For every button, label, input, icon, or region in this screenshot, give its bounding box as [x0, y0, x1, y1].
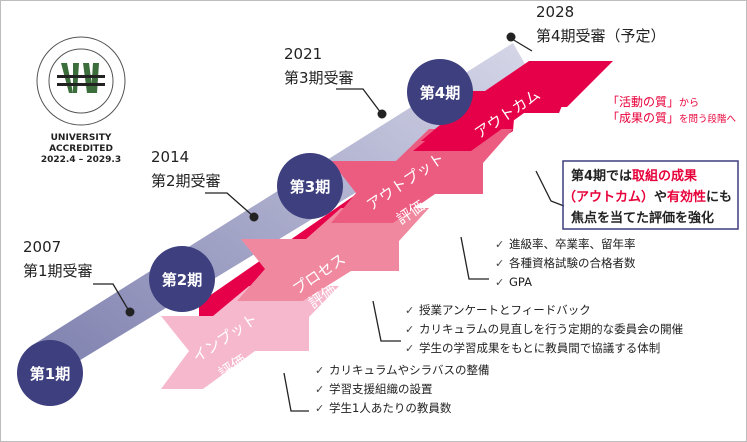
- logo-line-3: 2022.4 – 2029.3: [40, 155, 122, 165]
- cycle-text-3: 第3期受審: [284, 69, 354, 87]
- check-icon: ✓: [315, 364, 325, 377]
- check-icon: ✓: [405, 304, 415, 317]
- timeline-dots: [125, 32, 516, 317]
- check-icon: ✓: [495, 257, 505, 270]
- year-2007: 2007: [23, 238, 62, 256]
- year-2021: 2021: [284, 45, 323, 63]
- list-item: ✓GPA: [495, 273, 636, 292]
- input-items-list: ✓カリキュラムやシラバスの整備 ✓学習支援組織の設置 ✓学生1人あたりの教員数: [315, 361, 490, 418]
- focus-outcome-kana: （アウトカム）: [563, 190, 655, 205]
- leader-line-input: [283, 372, 309, 412]
- outcome-arrow-front: [421, 61, 613, 141]
- list-item: ✓学生の学習成果をもとに教員間で協議する体制: [405, 339, 683, 358]
- process-items-list: ✓授業アンケートとフィードバック ✓カリキュラムの見直しを行う定期的な委員会の開…: [405, 301, 683, 358]
- output-arrow: [331, 129, 513, 223]
- leader-line-2028: [511, 38, 533, 52]
- list-item: ✓学習支援組織の設置: [315, 380, 490, 399]
- juaa-seal-icon: [36, 36, 126, 126]
- input-arrow: [161, 286, 339, 389]
- logo-line-2: ACCREDITED: [49, 144, 113, 154]
- check-icon: ✓: [495, 276, 505, 289]
- cycle-label-4: 第4期: [420, 84, 460, 102]
- leader-line-2021: [336, 88, 382, 114]
- leader-line-output: [460, 236, 489, 280]
- juaa-logo: UNIVERSITY ACCREDITED 2022.4 – 2029.3: [21, 31, 141, 171]
- outcome-note-line1: 「活動の質」から: [607, 93, 699, 110]
- focus-also: にも: [706, 190, 733, 205]
- check-icon: ✓: [315, 383, 325, 396]
- cycle-text-2: 第2期受審: [151, 172, 221, 190]
- leader-line-process: [372, 300, 401, 342]
- dot-2028: [506, 32, 516, 42]
- check-icon: ✓: [405, 323, 415, 336]
- logo-line-1: UNIVERSITY: [50, 133, 112, 143]
- process-arrow: [237, 208, 429, 301]
- focus-phase4: 第4期では: [571, 169, 633, 184]
- focus-box: [562, 160, 739, 230]
- dot-2007: [125, 307, 135, 317]
- outcome-note-line2: 「成果の質」を問う段階へ: [607, 109, 736, 126]
- check-icon: ✓: [315, 402, 325, 415]
- cycle-label-3: 第3期: [290, 178, 330, 196]
- year-2028: 2028: [536, 3, 575, 21]
- focus-and: や: [654, 190, 668, 205]
- focus-effectiveness: 有効性: [667, 190, 707, 205]
- cycle-label-2: 第2期: [162, 271, 202, 289]
- outcome-note-stage: を問う段階へ: [679, 114, 737, 125]
- leader-lines: [93, 38, 565, 412]
- cycle-circles: [17, 59, 473, 406]
- cycle-circle-1: [17, 340, 83, 406]
- check-icon: ✓: [495, 238, 505, 251]
- focus-line-3: 焦点を当てた評価を強化: [571, 211, 715, 226]
- outcome-note-result: 「成果の質」: [607, 111, 680, 125]
- leader-line-outcome: [535, 170, 565, 207]
- outcome-note-from: から: [679, 98, 700, 109]
- cycle-label-1: 第1期: [30, 365, 70, 383]
- outcome-note-activity: 「活動の質」: [607, 95, 680, 109]
- cycle-circle-4: [407, 59, 473, 125]
- dot-2021: [377, 109, 387, 119]
- focus-outcomes: 取組の成果: [632, 169, 698, 184]
- year-2014: 2014: [151, 148, 190, 166]
- focus-line-1: 第4期では取組の成果: [571, 165, 697, 184]
- cycle-text-1: 第1期受審: [23, 262, 93, 280]
- cycle-circle-2: [149, 246, 215, 312]
- list-item: ✓カリキュラムの見直しを行う定期的な委員会の開催: [405, 320, 683, 339]
- focus-line-2: （アウトカム）や有効性にも: [563, 186, 732, 205]
- cycle-circle-3: [277, 153, 343, 219]
- output-items-list: ✓進級率、卒業率、留年率 ✓各種資格試験の合格者数 ✓GPA: [495, 235, 636, 292]
- leader-line-2007: [93, 283, 130, 312]
- leader-line-2014: [205, 192, 254, 217]
- list-item: ✓学生1人あたりの教員数: [315, 399, 490, 418]
- cycle-text-4: 第4期受審（予定）: [536, 27, 666, 45]
- list-item: ✓各種資格試験の合格者数: [495, 254, 636, 273]
- list-item: ✓授業アンケートとフィードバック: [405, 301, 683, 320]
- check-icon: ✓: [405, 342, 415, 355]
- list-item: ✓進級率、卒業率、留年率: [495, 235, 636, 254]
- dot-2014: [249, 212, 259, 222]
- list-item: ✓カリキュラムやシラバスの整備: [315, 361, 490, 380]
